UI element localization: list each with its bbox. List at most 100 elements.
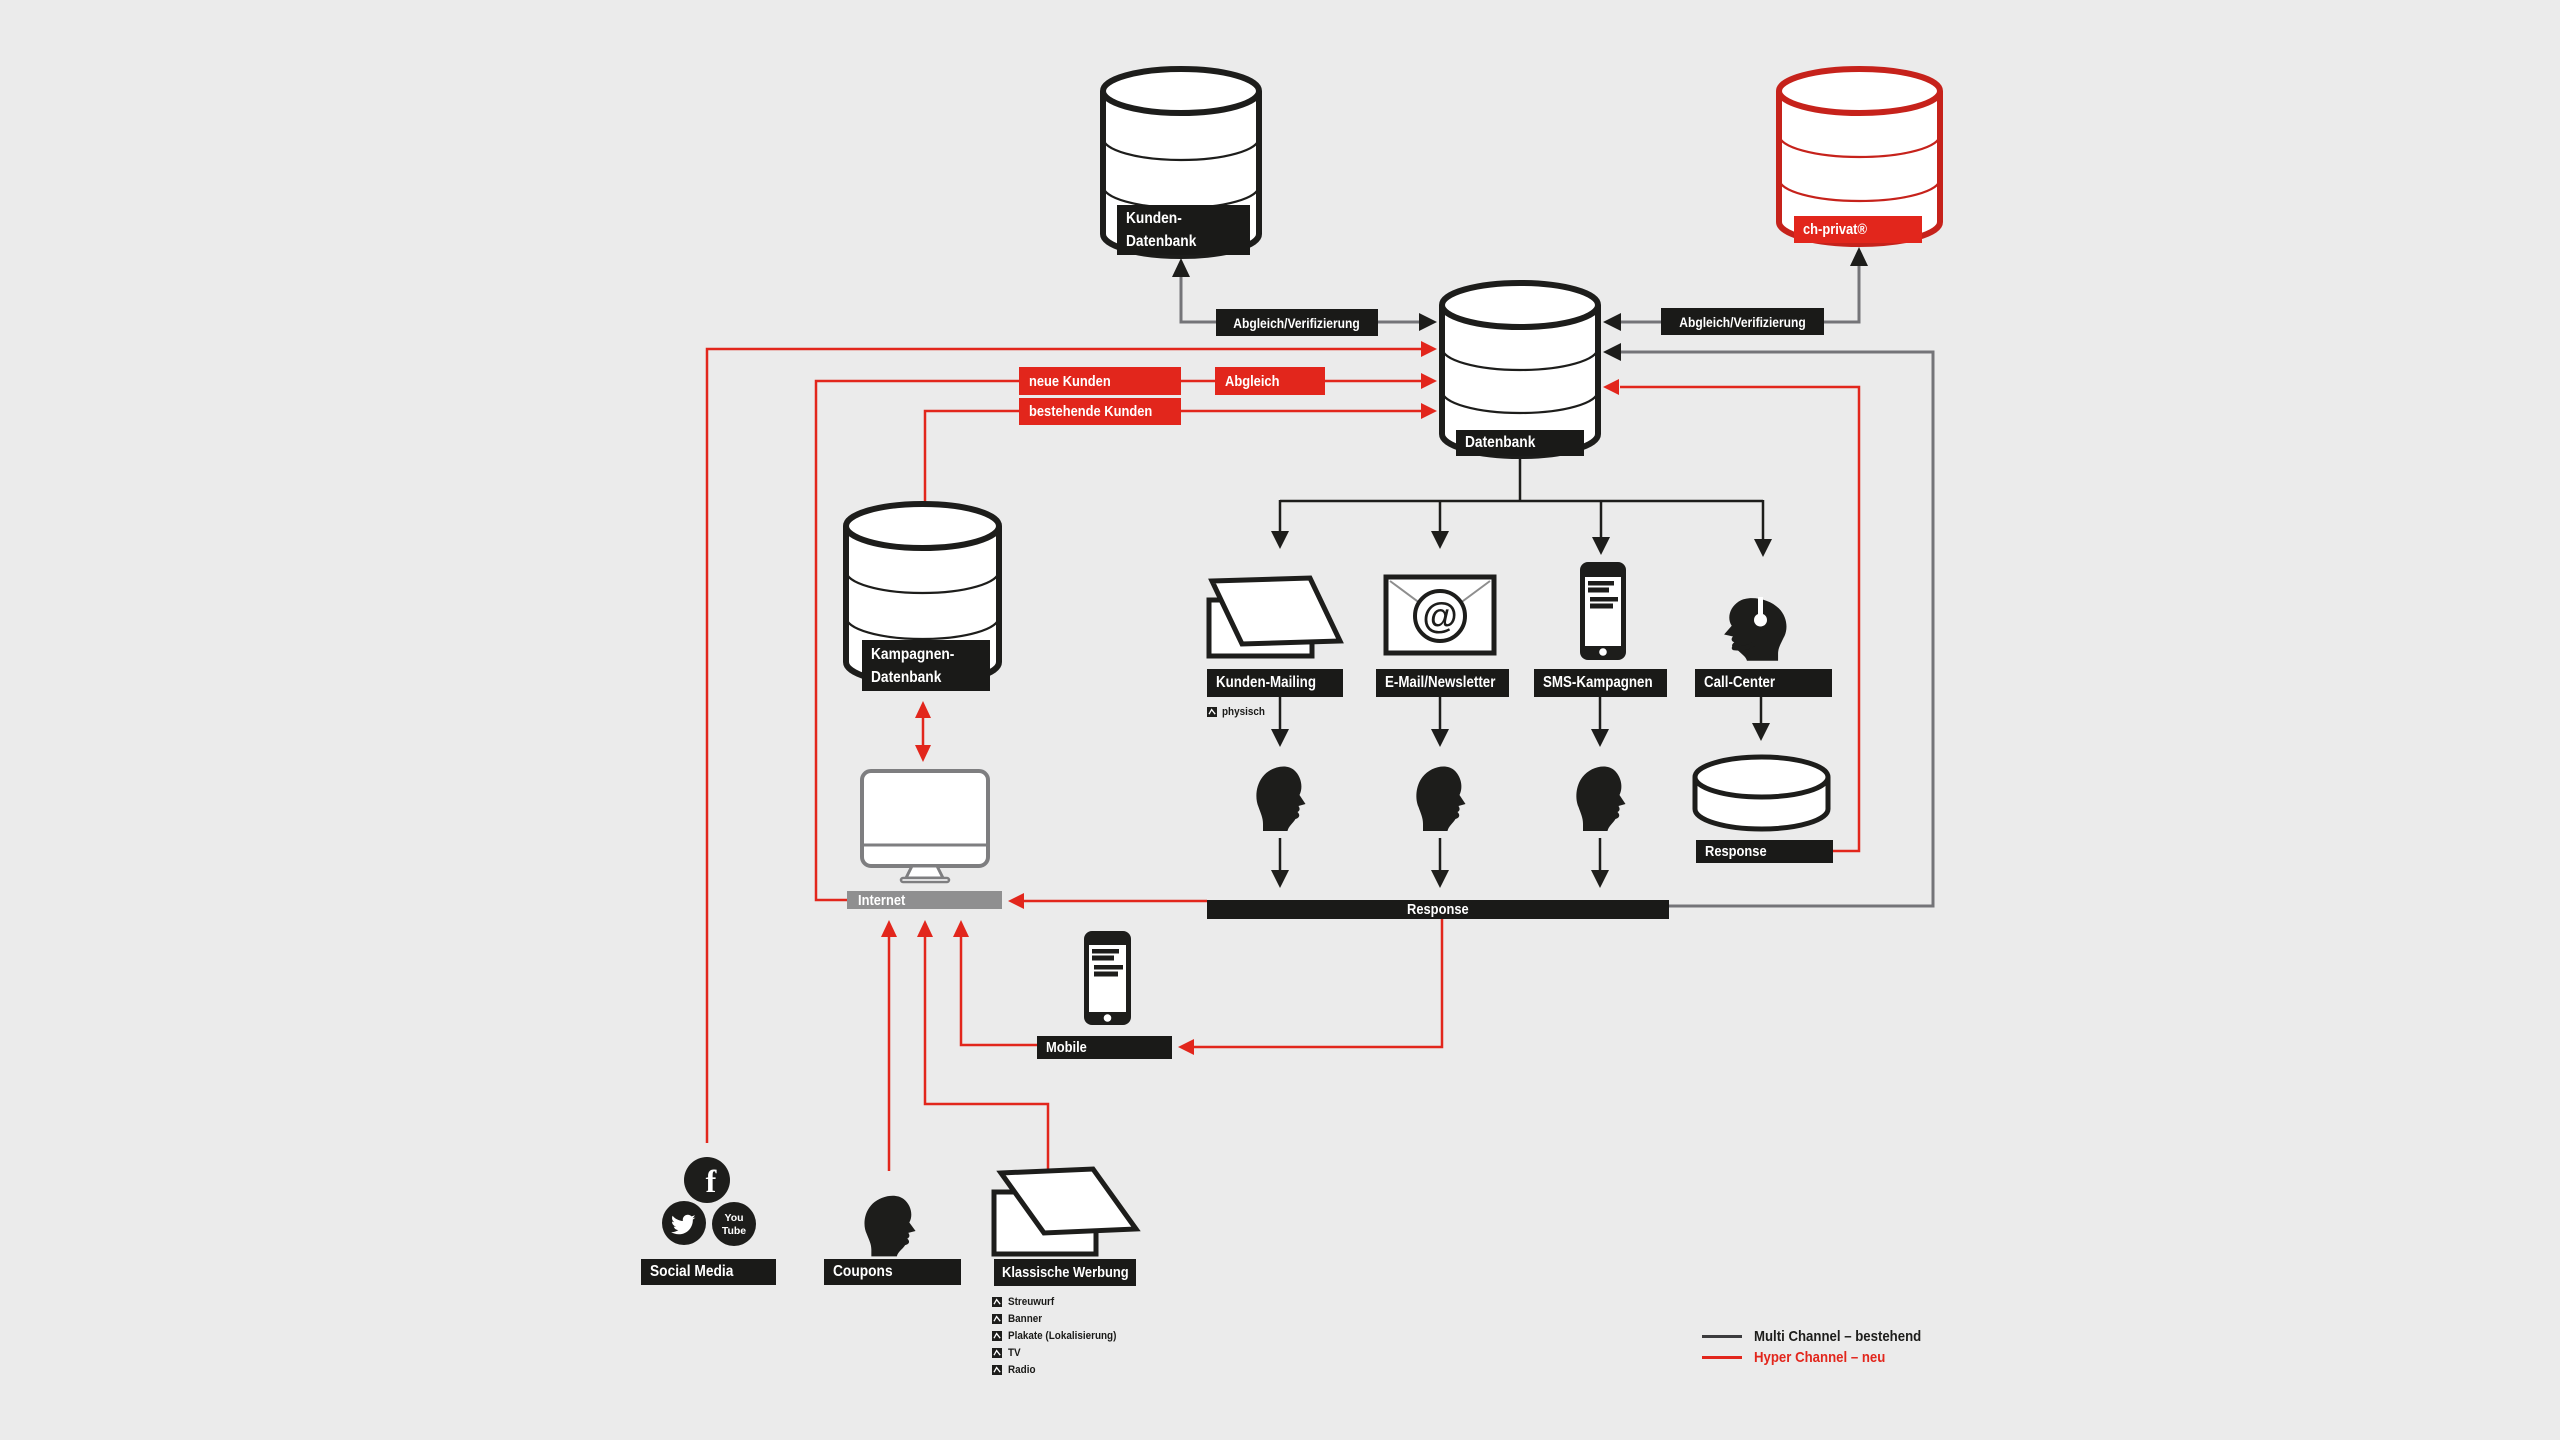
internet-monitor-icon [860,769,990,884]
legend: Multi Channel – bestehend Hyper Channel … [1702,1328,1944,1366]
arrow-right-datenbank-y381 [1421,373,1437,389]
arrow-down-sms-head [1591,729,1609,747]
mobile-label: Mobile [1037,1036,1172,1059]
arrow-down-mailing-head [1271,729,1289,747]
recipient-head-mailing [1256,766,1306,831]
legend-hyper-channel-swatch [1702,1355,1742,1359]
response-cylinder [1692,754,1831,832]
svg-text:You: You [724,1212,743,1224]
edge-ccresponse-to-datenbank [1620,385,1861,853]
legend-multi-channel-swatch [1702,1334,1742,1338]
arrow-up-kampagnendb [915,701,931,718]
recipient-head-email [1416,766,1466,831]
ch-privat-cylinder [1776,66,1943,247]
arrow-down-head2-bar [1431,870,1449,888]
response-call-center-label: Response [1696,840,1833,863]
kampagnen-datenbank-label: Kampagnen- Datenbank [862,640,990,691]
ch-privat-label: ch-privat® [1794,216,1922,243]
arrow-down-tree-sms [1592,537,1610,555]
hyper-channel-lines [705,347,1861,1171]
abgleich-verifizierung-left-label: Abgleich/Verifizierung [1216,309,1378,336]
werbung-item-radio: Radio [992,1361,1128,1378]
werbung-item-icon [992,1330,1002,1341]
physisch-note: physisch [1207,705,1270,719]
arrow-down-head3-bar [1591,870,1609,888]
edge-response-loop-right [1620,350,1935,908]
arrow-left-datenbank-y387 [1603,379,1619,395]
recipient-head-sms [1576,766,1626,831]
klassische-werbung-icon [991,1166,1141,1257]
svg-text:Tube: Tube [722,1225,746,1237]
arrow-right-datenbank-y322 [1419,313,1437,331]
edge-responsebar-to-mobile [1194,919,1444,1049]
arrow-down-monitor [915,745,931,762]
channel-tree-lines [1278,456,1765,873]
edge-bestehende-to-kampagnendb [923,409,1019,503]
response-bar: Response [1207,900,1669,919]
datenbank-label: Datenbank [1456,430,1584,456]
arrow-up-chprivat [1850,247,1868,266]
arrow-up-internet-werbung [917,920,933,937]
youtube-icon: You Tube [712,1202,756,1246]
klassische-werbung-label: Klassische Werbung [994,1259,1136,1286]
werbung-item-icon [992,1313,1002,1324]
klassische-werbung-list: Streuwurf Banner Plakate (Lokalisierung)… [992,1293,1128,1378]
werbung-item-streuwurf: Streuwurf [992,1293,1128,1310]
neue-kunden-label: neue Kunden [1019,367,1181,395]
kunden-mailing-icon [1206,575,1344,659]
datenbank-cylinder [1439,280,1601,459]
physisch-icon [1207,707,1217,717]
email-newsletter-label: E-Mail/Newsletter [1376,669,1509,697]
werbung-item-icon [992,1364,1002,1375]
edge-internet-to-neuekunden [814,379,1019,902]
arrow-down-tree-mailing [1271,531,1289,549]
arrow-left-datenbank-y352 [1603,343,1621,361]
werbung-item-icon [992,1296,1002,1307]
arrow-up-kundendatenbank [1172,258,1190,277]
abgleich-verifizierung-right-label: Abgleich/Verifizierung [1661,308,1824,335]
arrow-down-callcenter-response [1752,723,1770,741]
arrow-down-email-head [1431,729,1449,747]
social-media-icons: f You Tube [662,1157,756,1246]
arrow-down-tree-callcenter [1754,539,1772,557]
coupons-label: Coupons [824,1259,961,1285]
call-center-label: Call-Center [1695,669,1832,697]
arrow-down-head1-bar [1271,870,1289,888]
social-media-label: Social Media [641,1259,776,1285]
arrow-right-datenbank-y349 [1421,341,1437,357]
mobile-phone-icon [1084,931,1131,1025]
edge-mobile-to-internet [959,936,1037,1047]
arrow-up-internet-coupons [881,920,897,937]
red-arrowheads [881,341,1619,1055]
abgleich-label: Abgleich [1215,367,1325,395]
werbung-item-icon [992,1347,1002,1358]
bestehende-kunden-label: bestehende Kunden [1019,398,1181,425]
facebook-icon: f [684,1157,730,1203]
black-arrowheads [1172,247,1868,888]
kunden-datenbank-label: Kunden- Datenbank [1117,205,1250,255]
werbung-item-tv: TV [992,1344,1128,1361]
werbung-item-plakate: Plakate (Lokalisierung) [992,1327,1128,1344]
svg-text:f: f [706,1163,717,1199]
coupons-head-icon [864,1195,916,1257]
arrow-left-internet [1008,893,1024,909]
werbung-item-banner: Banner [992,1310,1128,1327]
sms-kampagnen-label: SMS-Kampagnen [1534,669,1667,697]
at-symbol: @ [1422,595,1457,636]
arrow-down-tree-email [1431,531,1449,549]
edge-abgleichbox-to-chprivat [1824,266,1861,324]
sms-phone-icon [1580,562,1626,660]
legend-multi-channel: Multi Channel – bestehend [1702,1328,1944,1345]
edge-werbung-to-internet [923,936,1050,1169]
arrow-up-internet-mobile [953,920,969,937]
multi-channel-lines [1179,266,1935,908]
legend-hyper-channel: Hyper Channel – neu [1702,1349,1944,1366]
email-newsletter-icon: @ [1383,574,1497,656]
edge-socialmedia-to-datenbank [705,347,1422,1143]
internet-label: Internet [847,891,1002,909]
call-center-agent-icon [1724,597,1787,661]
edge-datenbank-to-kundendatenbank [1179,276,1216,324]
kunden-mailing-label: Kunden-Mailing [1207,669,1343,697]
arrow-right-datenbank-y411 [1421,403,1437,419]
